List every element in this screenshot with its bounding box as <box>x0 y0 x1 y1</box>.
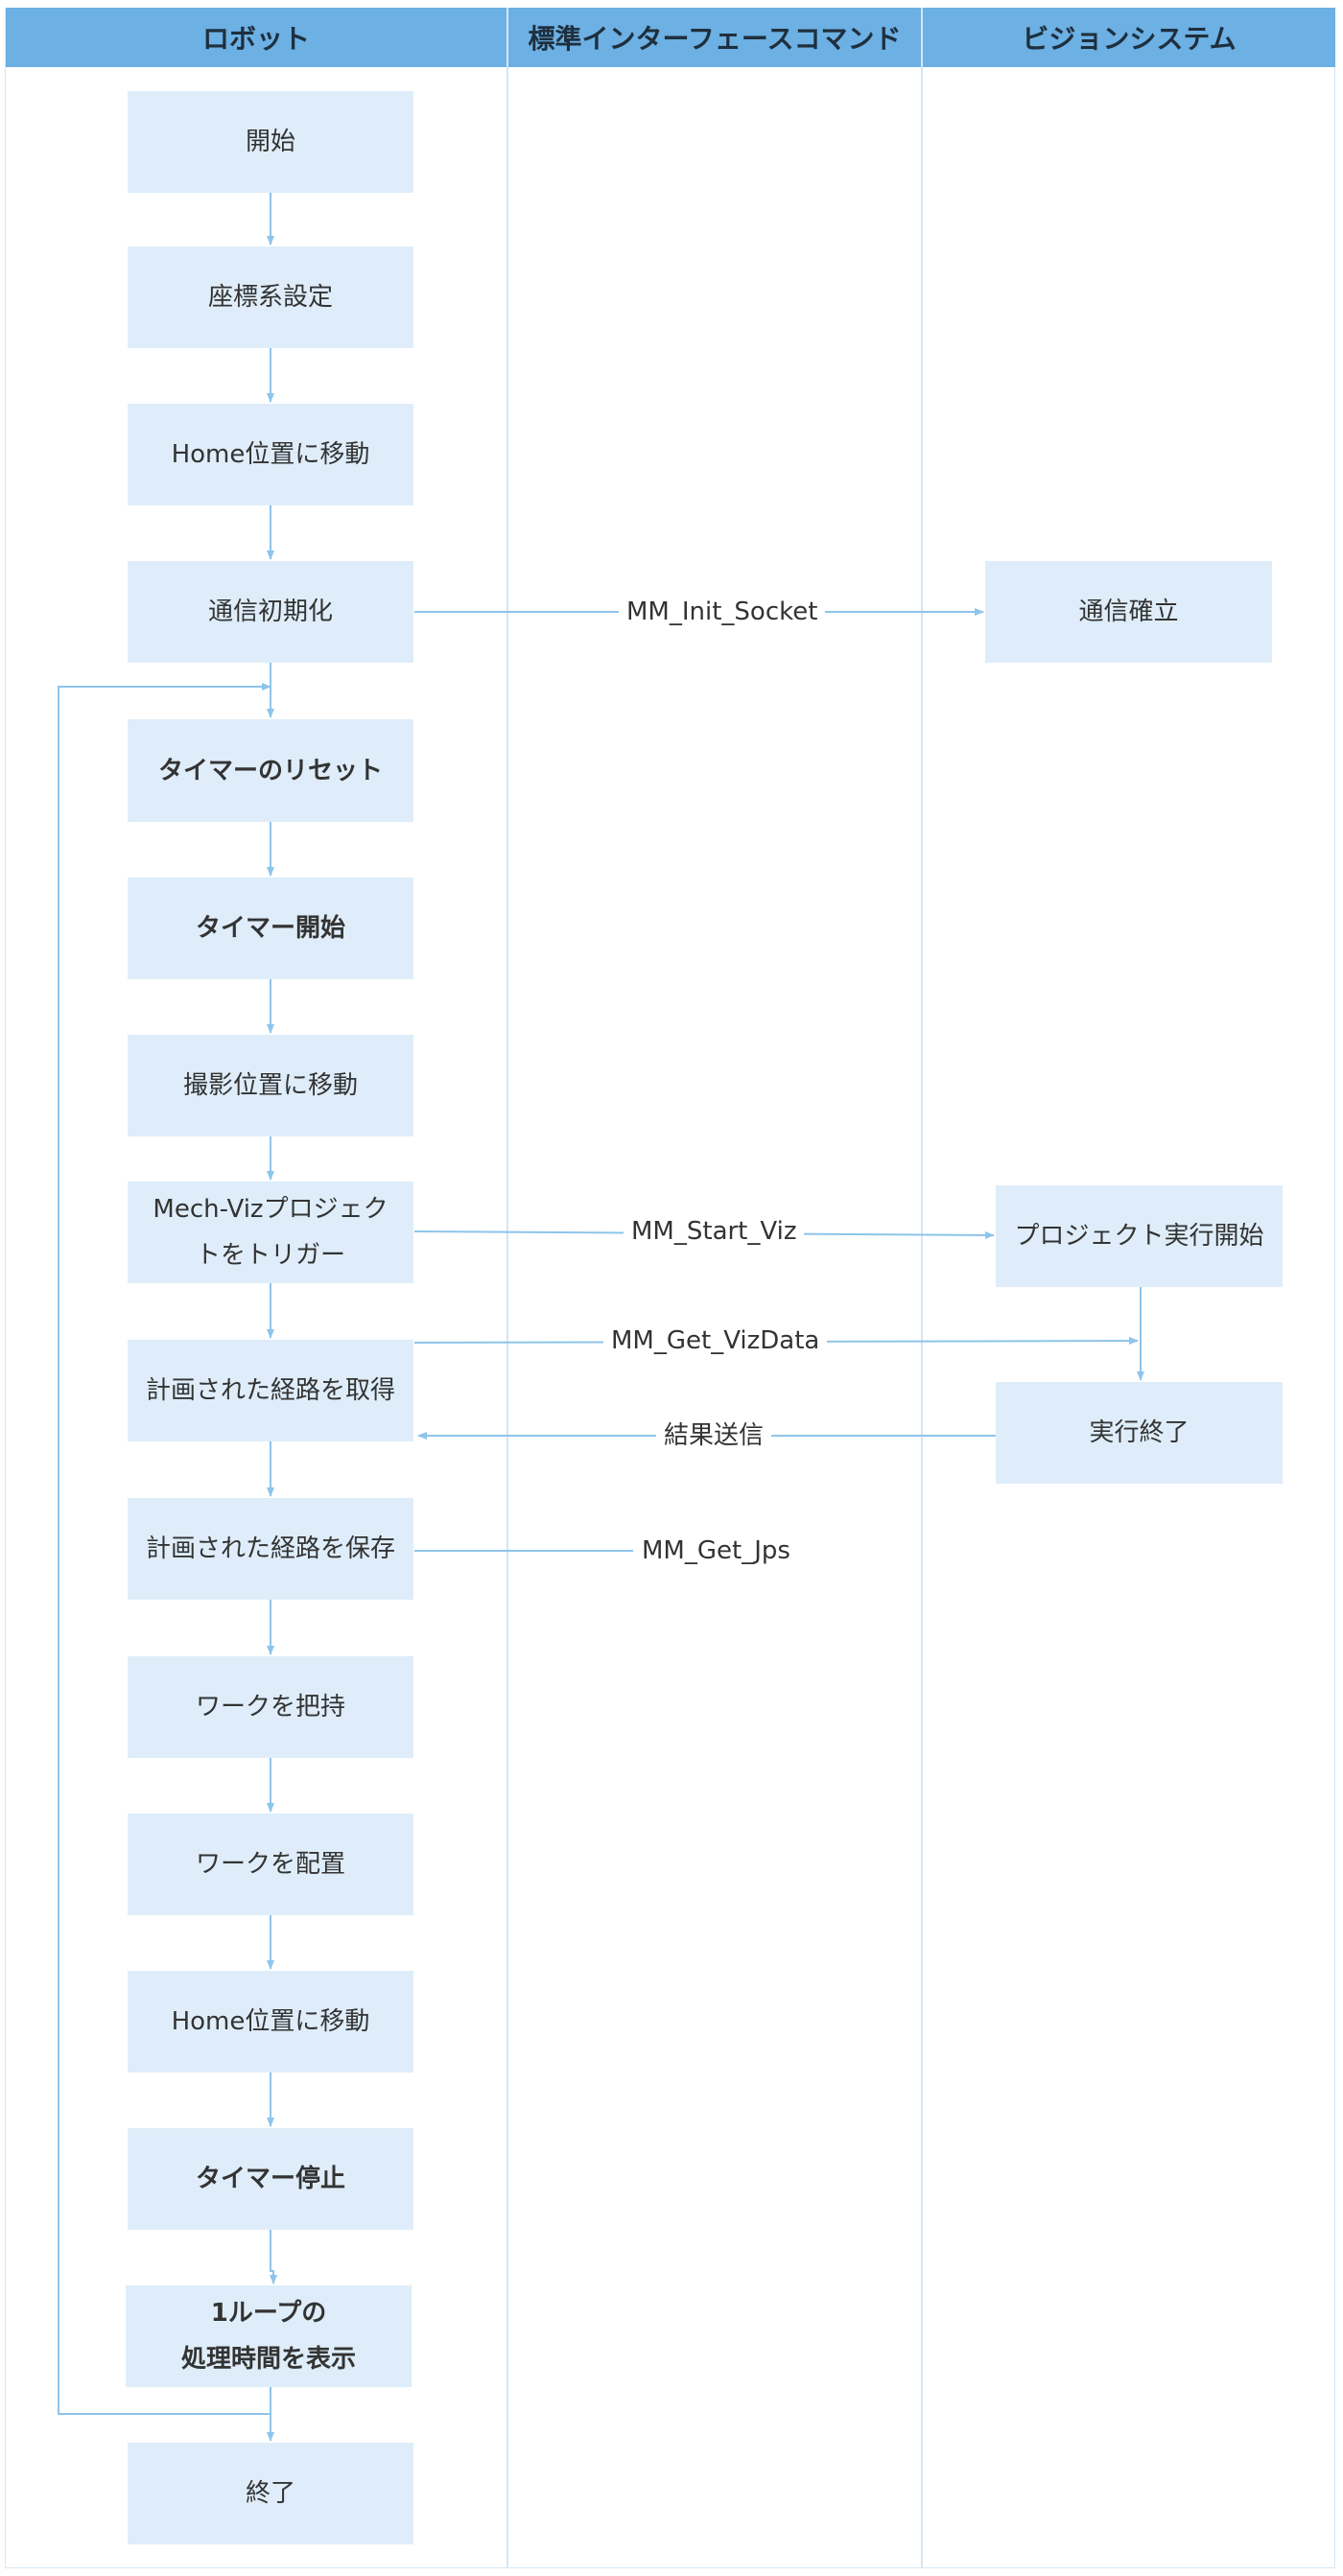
command-mm-get-vizdata: MM_Get_VizData <box>603 1324 828 1357</box>
step-save-planned-path: 計画された経路を保存 <box>128 1498 413 1600</box>
step-get-planned-path: 計画された経路を取得 <box>128 1340 413 1441</box>
flow-arrow <box>270 2230 277 2284</box>
step-move-home: Home位置に移動 <box>128 404 413 505</box>
step-place-workpiece: ワークを配置 <box>128 1814 413 1915</box>
step-pick-workpiece: ワークを把持 <box>128 1656 413 1758</box>
step-trigger-mech-viz-line2: トをトリガー <box>195 1241 345 1270</box>
step-trigger-mech-viz-line1: Mech-Vizプロジェク <box>153 1195 389 1224</box>
lane-divider-1 <box>507 8 508 2568</box>
lane-header-interface: 標準インターフェースコマンド <box>508 8 921 67</box>
command-mm-start-viz: MM_Start_Viz <box>624 1215 805 1248</box>
lane-header-robot: ロボット <box>6 8 507 67</box>
vision-communication-established: 通信確立 <box>985 561 1272 663</box>
step-init-communication: 通信初期化 <box>128 561 413 663</box>
command-mm-get-jps: MM_Get_Jps <box>634 1534 798 1567</box>
step-start-timer: タイマー開始 <box>128 878 413 979</box>
step-move-capture-position: 撮影位置に移動 <box>128 1035 413 1136</box>
step-show-cycle-time-line1: 1ループの <box>210 2299 327 2328</box>
step-stop-timer: タイマー停止 <box>128 2128 413 2230</box>
lane-header-vision: ビジョンシステム <box>923 8 1335 67</box>
step-trigger-mech-viz: Mech-Vizプロジェク トをトリガー <box>128 1182 413 1283</box>
command-send-result: 結果送信 <box>656 1419 772 1452</box>
step-show-cycle-time-line2: 処理時間を表示 <box>180 2345 356 2374</box>
step-reset-timer: タイマーのリセット <box>128 719 413 822</box>
step-set-coordinate-system: 座標系設定 <box>128 246 413 348</box>
step-end: 終了 <box>128 2443 413 2544</box>
lane-divider-2 <box>921 8 923 2568</box>
step-start: 開始 <box>128 91 413 193</box>
step-move-home-2: Home位置に移動 <box>128 1971 413 2073</box>
vision-run-complete: 実行終了 <box>996 1382 1283 1484</box>
command-mm-init-socket: MM_Init_Socket <box>619 596 826 628</box>
loop-back-arrow <box>58 683 271 2415</box>
vision-project-run-start: プロジェクト実行開始 <box>996 1185 1283 1287</box>
step-show-cycle-time: 1ループの 処理時間を表示 <box>126 2285 412 2387</box>
